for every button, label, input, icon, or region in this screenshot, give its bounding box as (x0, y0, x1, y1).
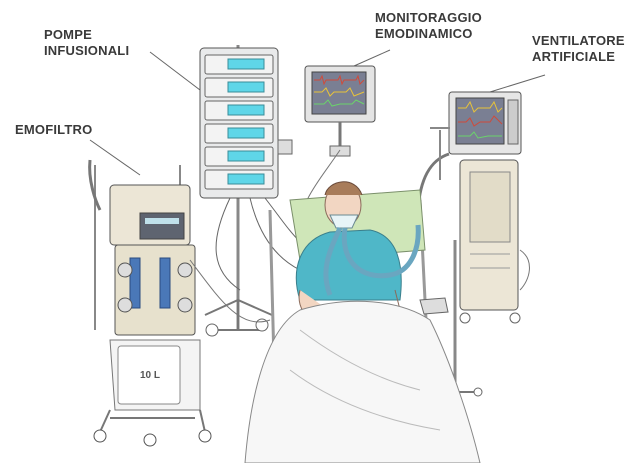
label-emofiltro: EMOFILTRO (15, 122, 92, 138)
infusion-pump-display (228, 105, 264, 115)
label-ventilatore-artificiale: VENTILATORE ARTIFICIALE (532, 33, 625, 65)
infusion-pump-display (228, 174, 264, 184)
label-monitoraggio-line2: EMODINAMICO (375, 26, 482, 42)
label-ventilatore-line1: VENTILATORE (532, 33, 625, 49)
infusion-pump-display (228, 82, 264, 92)
infusion-pump-display (228, 151, 264, 161)
label-pompe-infusionali: POMPE INFUSIONALI (44, 27, 129, 59)
infusion-pump-display (228, 59, 264, 69)
label-emofiltro-line1: EMOFILTRO (15, 122, 92, 138)
label-pompe-line2: INFUSIONALI (44, 43, 129, 59)
label-pompe-line1: POMPE (44, 27, 129, 43)
label-ventilatore-line2: ARTIFICIALE (532, 49, 625, 65)
tank-volume-label: 10 L (140, 370, 160, 381)
infusion-pump-display (228, 128, 264, 138)
label-monitoraggio-emodinamico: MONITORAGGIO EMODINAMICO (375, 10, 482, 42)
bed-and-patient (245, 182, 480, 463)
label-monitoraggio-line1: MONITORAGGIO (375, 10, 482, 26)
